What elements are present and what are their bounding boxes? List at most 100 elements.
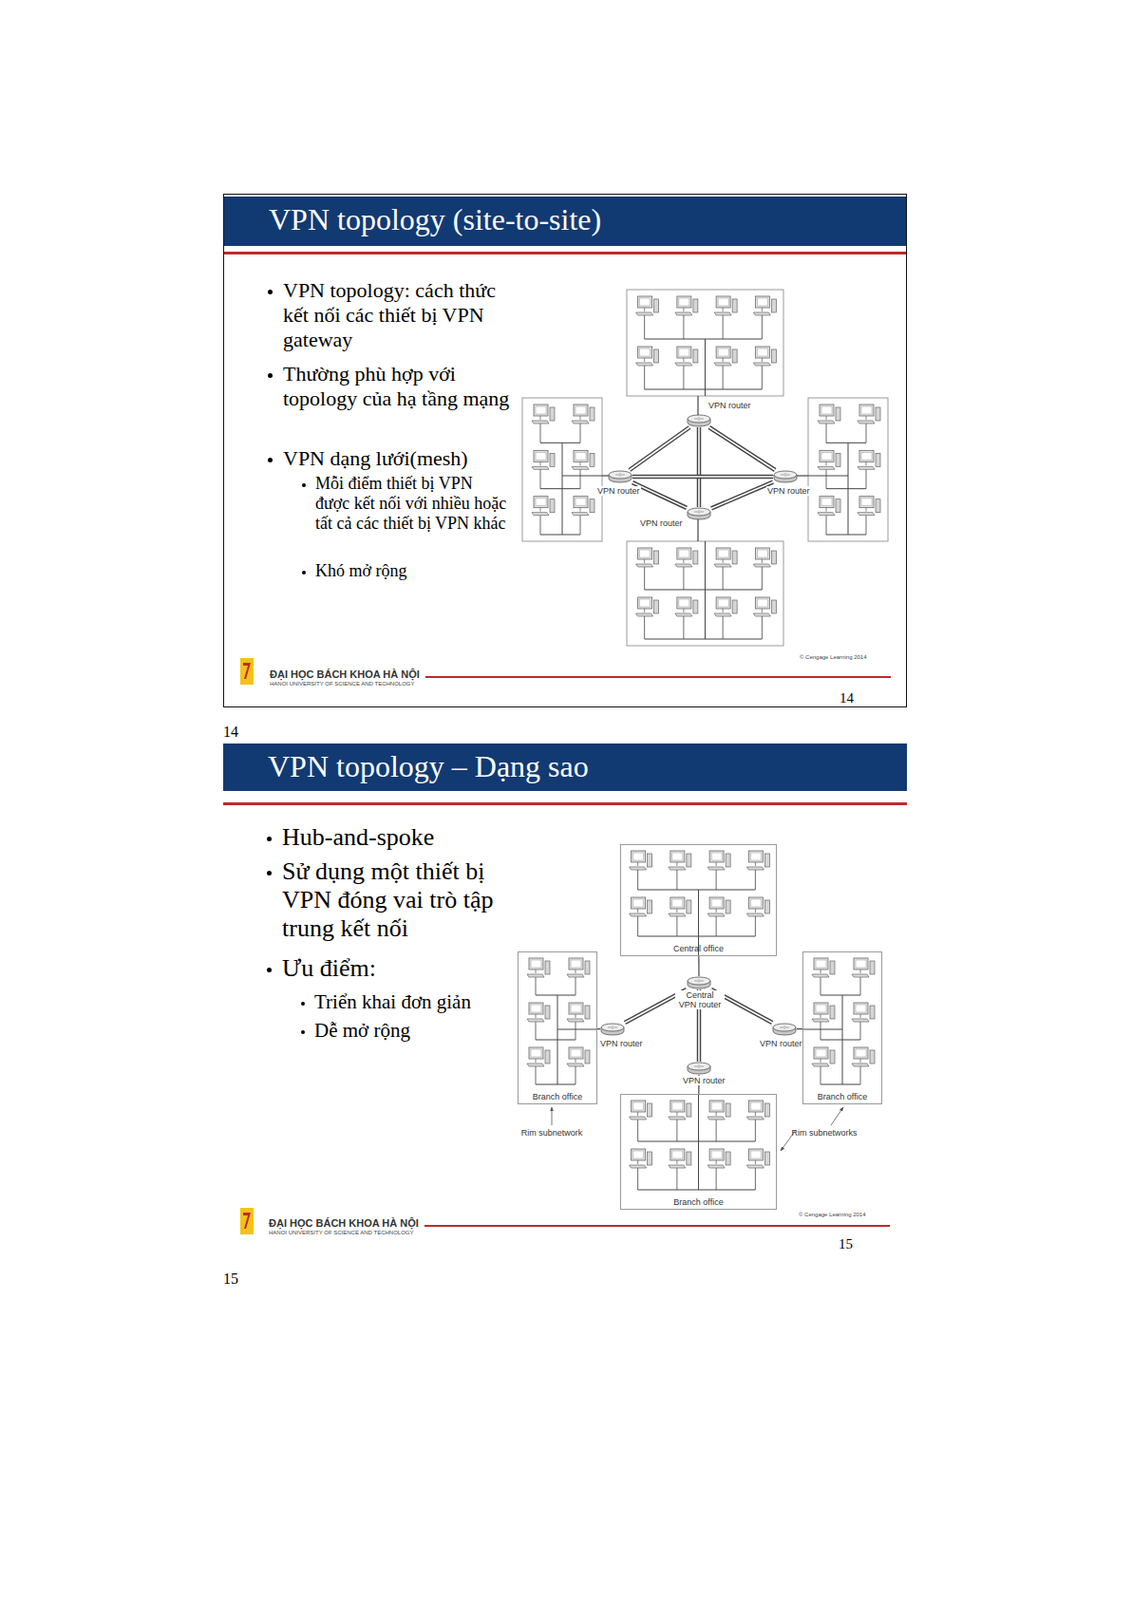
lan-trunk	[557, 995, 559, 1085]
keyboard-icon	[714, 564, 732, 567]
lan-bus	[644, 639, 763, 641]
router-label: Central VPN router	[675, 990, 725, 1010]
tower-icon	[732, 299, 737, 313]
monitor-icon	[754, 346, 770, 359]
keyboard-icon	[668, 1116, 686, 1120]
monitor-icon	[631, 1100, 646, 1113]
lan-bus	[820, 1039, 861, 1041]
lan-bus	[540, 442, 581, 444]
router-top	[773, 1023, 796, 1032]
stand-line	[676, 908, 678, 913]
page-number: 15	[838, 1236, 853, 1253]
stand-line	[716, 1112, 717, 1116]
drop-line	[866, 515, 868, 535]
stand-line	[866, 415, 868, 420]
drop-line	[716, 916, 717, 937]
tower-icon	[725, 1103, 731, 1117]
lan-bus	[638, 1189, 756, 1191]
router-icon	[686, 976, 712, 990]
router-label: VPN router	[707, 400, 753, 411]
slide-frame: VPN topology – Dạng saoHub-and-spokeSử d…	[223, 743, 907, 1257]
tower-icon	[732, 349, 737, 363]
tower-icon	[686, 1151, 692, 1166]
tower-icon	[830, 1005, 835, 1019]
rim-label: Rim subnetworks	[791, 1128, 857, 1139]
stand-line	[866, 508, 868, 512]
screen-icon	[756, 298, 768, 306]
keyboard-icon	[629, 1116, 647, 1120]
screen-icon	[575, 406, 586, 415]
screen-icon	[640, 549, 651, 558]
screen-icon	[717, 599, 729, 607]
bullet-dot	[301, 483, 306, 488]
tower-icon	[654, 349, 660, 363]
bullet-dot	[267, 457, 273, 463]
screen-icon	[855, 960, 867, 968]
monitor-icon	[631, 1149, 646, 1161]
monitor-icon	[819, 450, 834, 462]
keyboard-icon	[746, 867, 764, 870]
tower-icon	[725, 1151, 731, 1166]
monitor-icon	[859, 450, 874, 462]
stand-line	[826, 415, 828, 420]
keyboard-icon	[707, 913, 725, 917]
drop-line	[682, 315, 684, 340]
lan-group	[626, 541, 784, 646]
monitor-icon	[748, 1149, 763, 1161]
link-inner	[698, 427, 700, 508]
router-arrows	[694, 509, 704, 514]
tower-icon	[545, 1005, 550, 1019]
tower-icon	[549, 407, 555, 421]
drop-line	[535, 1066, 537, 1085]
tower-icon	[771, 600, 776, 614]
screen-icon	[672, 1102, 683, 1111]
monitor-icon	[716, 547, 731, 560]
lan-box	[808, 397, 888, 542]
drop-line	[860, 1021, 862, 1040]
bullet-text: Thường phù hợp với topology của hạ tầng …	[283, 361, 519, 412]
tower-icon	[835, 452, 841, 467]
drop-line	[761, 365, 763, 390]
router-top	[687, 415, 711, 423]
keyboard-icon	[571, 420, 589, 424]
drop-line	[580, 515, 582, 535]
lan-bus	[826, 488, 867, 490]
lan-bus	[638, 889, 756, 891]
screen-icon	[861, 452, 872, 460]
stand-line	[540, 415, 542, 420]
stand-line	[761, 608, 763, 613]
monitor-icon	[670, 897, 685, 909]
monitor-icon	[748, 897, 763, 909]
tower-icon	[771, 299, 776, 313]
drop-line	[826, 515, 828, 535]
vpn-router: VPN router	[600, 1022, 625, 1037]
drop-line	[575, 1021, 577, 1040]
lan-bus	[644, 389, 763, 391]
copyright-note: © Cengage Learning 2014	[798, 1211, 866, 1219]
router-top	[601, 1023, 624, 1032]
router-top	[687, 1062, 711, 1071]
tower-icon	[835, 499, 841, 513]
stand-line	[754, 862, 756, 867]
screen-icon	[821, 498, 832, 507]
lan-group	[629, 850, 771, 957]
logo-mark	[243, 662, 251, 680]
lan-bus	[820, 995, 861, 997]
lan-group	[802, 958, 875, 1085]
router-arrows	[615, 472, 625, 477]
tower-icon	[647, 1103, 653, 1117]
screen-icon	[815, 1049, 827, 1057]
link-outer	[697, 427, 702, 508]
screen-icon	[750, 899, 761, 907]
stand-line	[754, 908, 756, 913]
monitor-icon	[670, 1149, 685, 1161]
screen-icon	[679, 599, 690, 607]
stand-line	[722, 358, 724, 362]
stand-line	[820, 1058, 822, 1063]
lan-trunk	[562, 475, 603, 477]
router-label: VPN router	[639, 518, 684, 529]
router-icon	[686, 1061, 712, 1076]
stand-line	[637, 908, 639, 913]
lan-group	[629, 1094, 771, 1190]
